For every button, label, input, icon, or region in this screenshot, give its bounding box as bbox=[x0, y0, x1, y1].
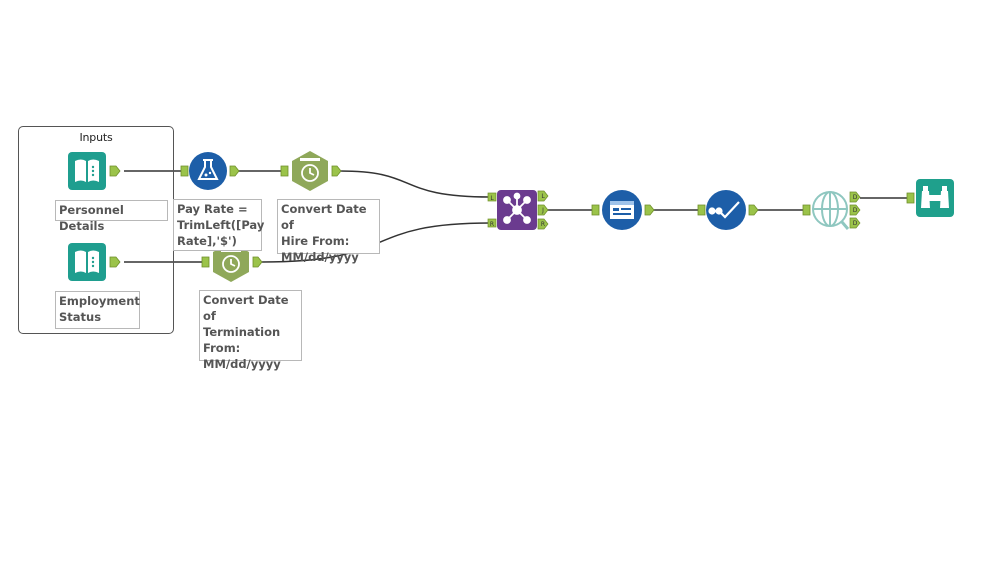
join-out-label-r: R bbox=[541, 221, 545, 228]
select-tool[interactable] bbox=[589, 189, 655, 237]
output-anchor bbox=[644, 204, 655, 216]
union-out-label-3: D bbox=[853, 220, 858, 227]
form-icon bbox=[610, 201, 634, 219]
input-anchor bbox=[180, 165, 189, 177]
annotation-personnel-details: Personnel Details bbox=[55, 200, 168, 233]
join-out-label-l: L bbox=[541, 193, 545, 200]
output-anchor bbox=[109, 256, 121, 268]
output-anchor bbox=[331, 165, 342, 177]
binoculars-icon bbox=[921, 186, 949, 208]
input-anchor bbox=[201, 256, 210, 268]
union-tool[interactable]: D D D bbox=[800, 188, 866, 238]
join-output-j-anchor bbox=[537, 204, 549, 216]
join-output-l-anchor bbox=[537, 190, 549, 202]
check-path-icon bbox=[708, 201, 740, 219]
input-anchor bbox=[906, 192, 915, 204]
union-out-label-2: D bbox=[853, 207, 858, 214]
browse-tool[interactable] bbox=[905, 177, 961, 223]
join-output-r-anchor bbox=[537, 218, 549, 230]
annotation-employment-status: Employment Status bbox=[55, 291, 140, 329]
book-icon bbox=[75, 159, 99, 182]
globe-icon bbox=[812, 191, 850, 230]
input-data-tool-personnel[interactable] bbox=[67, 151, 127, 195]
join-right-input-anchor bbox=[487, 218, 497, 228]
flask-icon bbox=[197, 159, 219, 180]
network-icon bbox=[503, 192, 531, 224]
output-anchor bbox=[252, 256, 263, 268]
annotation-convert-date-hire: Convert Date of Hire From: MM/dd/yyyy bbox=[277, 199, 380, 264]
input-anchor bbox=[280, 165, 289, 177]
input-anchor bbox=[802, 204, 811, 216]
output-anchor bbox=[109, 165, 121, 177]
join-left-label: L bbox=[490, 195, 494, 202]
clock-icon bbox=[301, 164, 319, 182]
annotation-pay-rate-formula: Pay Rate = TrimLeft([Pay Rate],'$') bbox=[173, 199, 264, 251]
datetime-tool-hire[interactable] bbox=[279, 150, 343, 198]
book-icon bbox=[75, 250, 99, 273]
output-anchor bbox=[229, 165, 240, 177]
input-anchor bbox=[591, 204, 600, 216]
annotation-convert-date-termination: Convert Date of Termination From: MM/dd/… bbox=[199, 290, 302, 371]
output-anchor bbox=[748, 204, 759, 216]
join-out-label-j: J bbox=[541, 207, 544, 214]
join-tool[interactable]: L R L J R bbox=[486, 188, 552, 238]
input-data-tool-employment[interactable] bbox=[67, 242, 127, 286]
union-out-label-1: D bbox=[853, 194, 858, 201]
wire-datetime1-join bbox=[339, 170, 491, 198]
join-left-input-anchor bbox=[487, 192, 497, 202]
clock-icon bbox=[222, 255, 240, 273]
container-title: Inputs bbox=[79, 131, 113, 144]
formula-tool[interactable] bbox=[178, 150, 242, 198]
join-right-label: R bbox=[490, 221, 494, 228]
input-anchor bbox=[697, 204, 706, 216]
data-cleansing-tool[interactable] bbox=[695, 189, 761, 237]
